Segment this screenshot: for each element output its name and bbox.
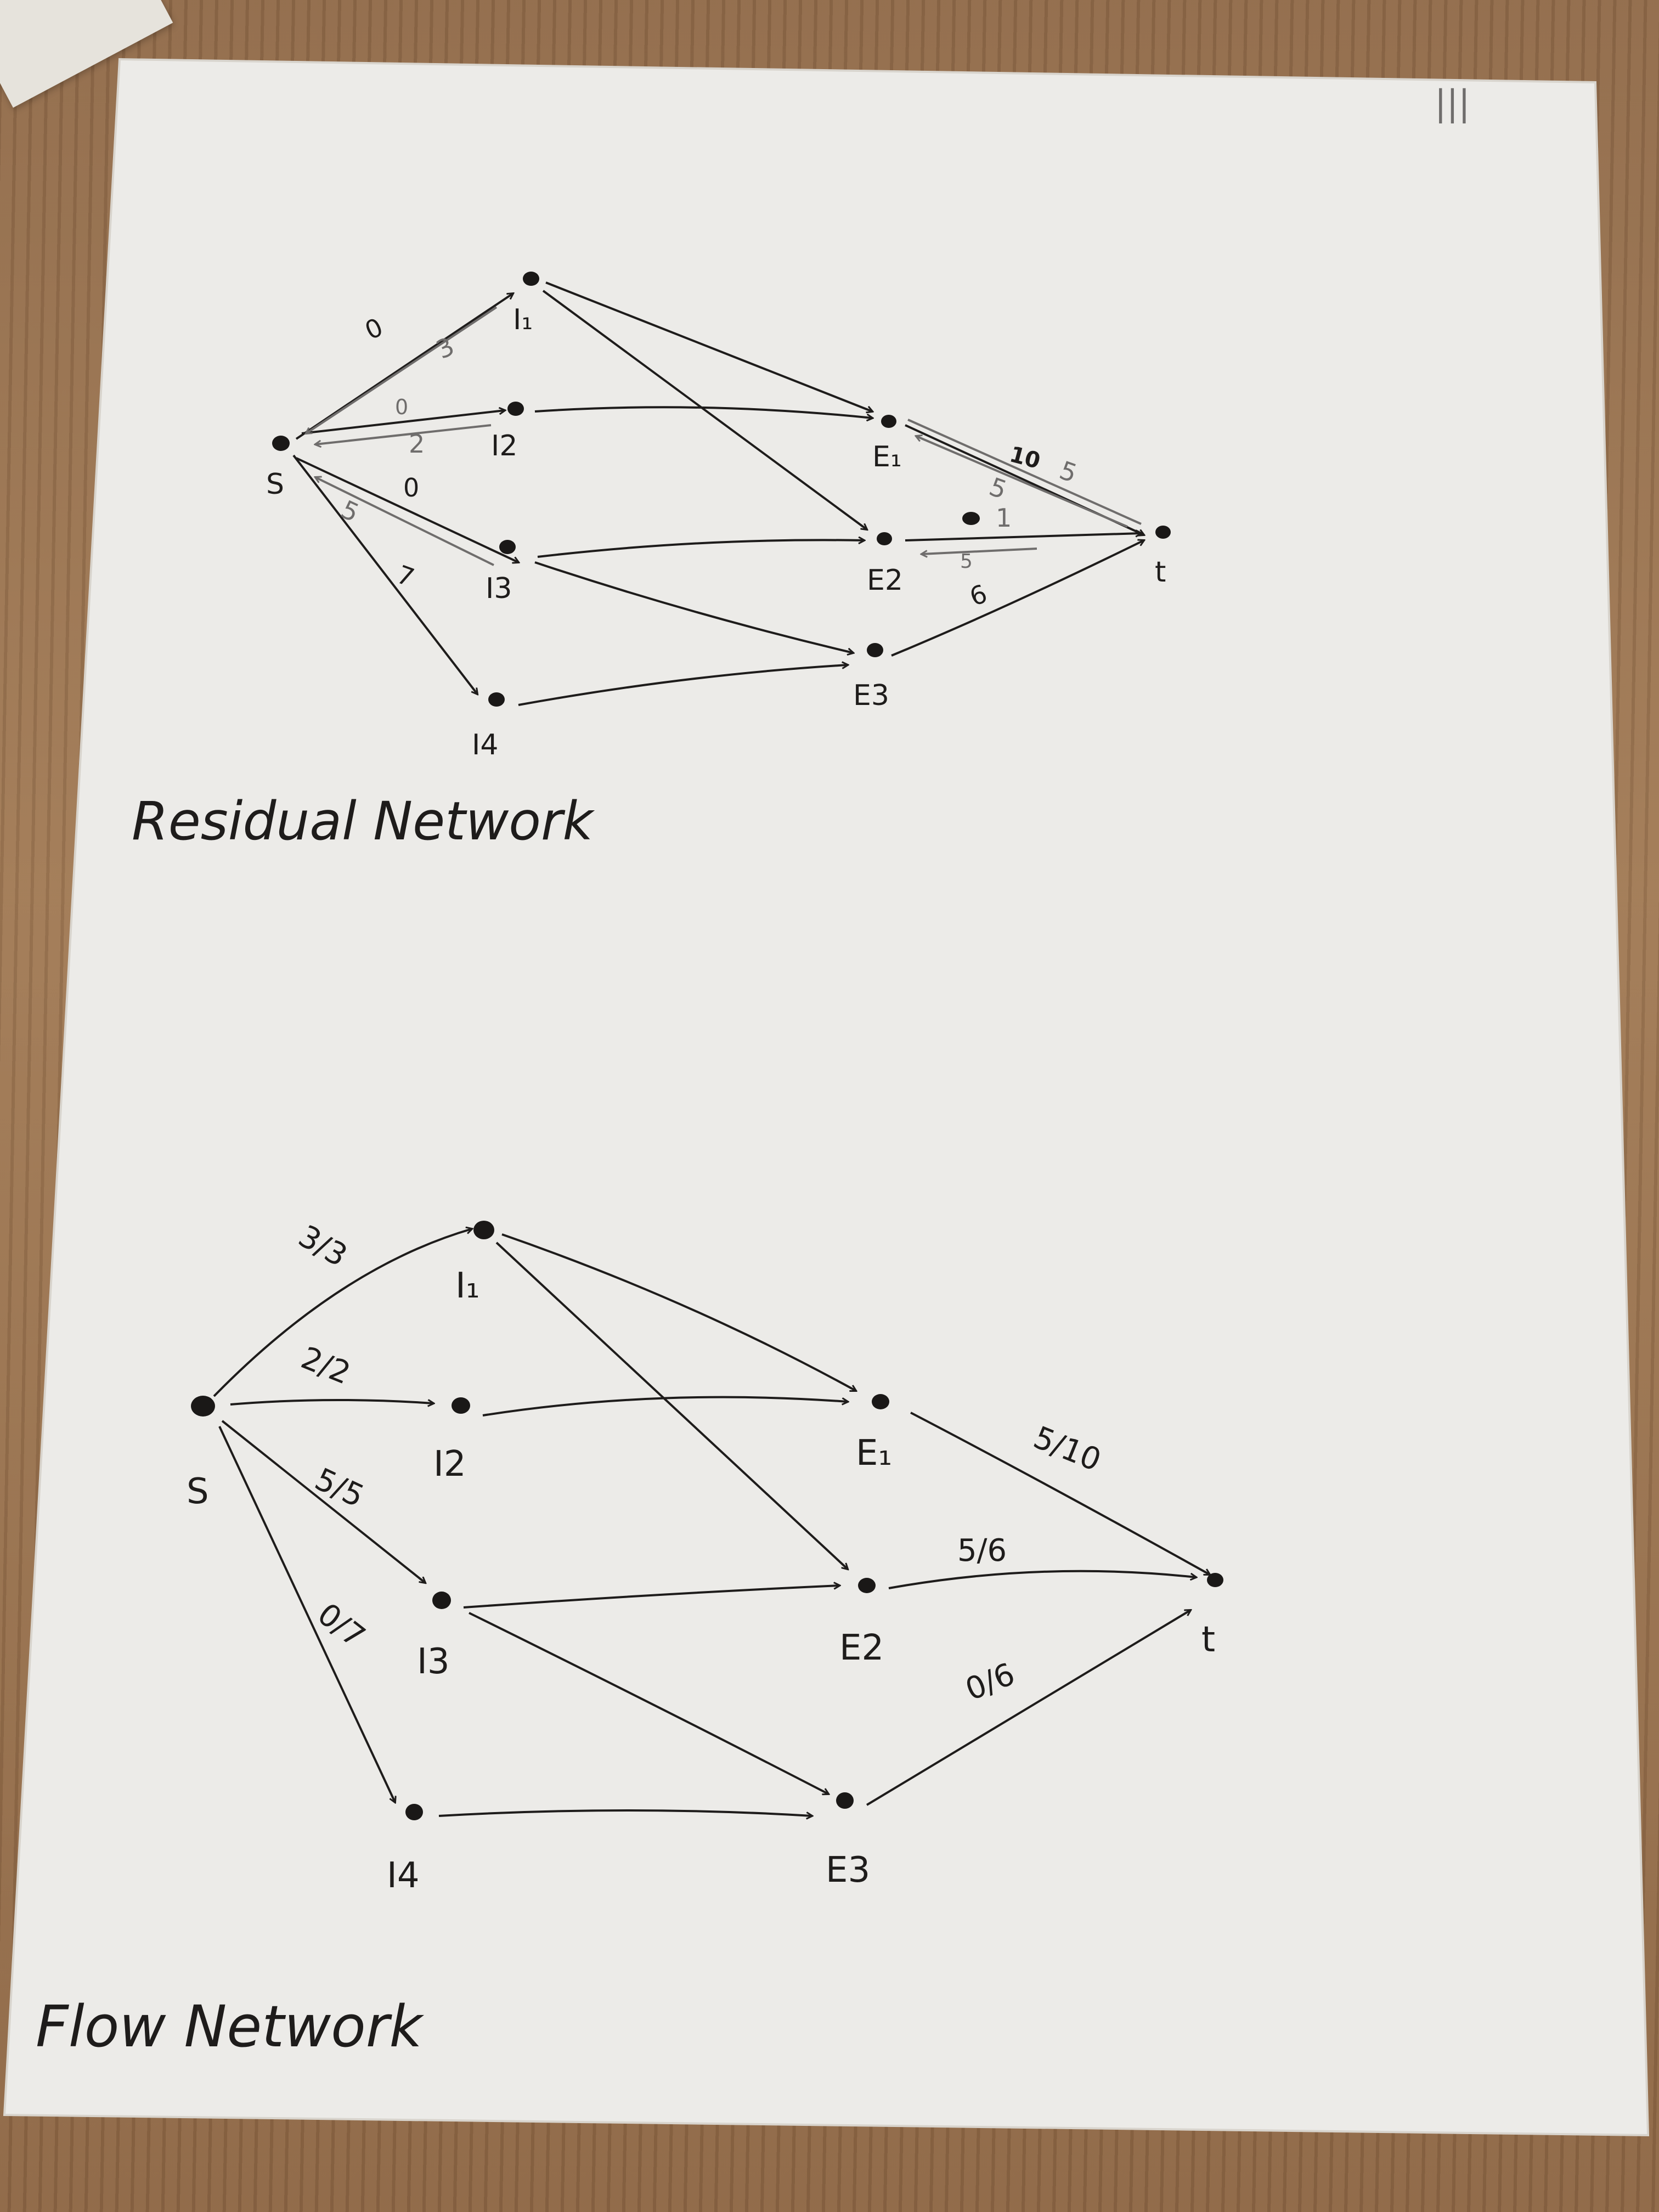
residual-edge-s-i1	[295, 294, 513, 440]
residual-back-edge-i1-s	[306, 306, 498, 433]
residual-edge-e3-t	[891, 540, 1144, 657]
residual-back-edge-i3-s	[315, 477, 494, 566]
flow-edge-i3-e3	[469, 1612, 828, 1794]
residual-edge-i1-e1	[545, 281, 872, 411]
residual-cap-e2-t-back: 5	[960, 550, 973, 573]
residual-label-i3: I3	[486, 572, 512, 605]
flow-edge-s-i2	[230, 1398, 433, 1404]
residual-edge-s-i4	[292, 454, 477, 694]
residual-back-edges	[306, 306, 1142, 566]
residual-edge-i3-e2	[537, 540, 864, 558]
residual-back-edge-t-e1	[916, 436, 1128, 528]
residual-label-i1: I₁	[513, 303, 533, 336]
residual-back-edge-i2-s	[315, 424, 492, 444]
residual-back-edge-t-e2	[922, 548, 1037, 554]
flow-node-i3	[432, 1592, 451, 1609]
residual-edge-i2-e1	[534, 406, 872, 418]
flow-node-i1	[473, 1221, 494, 1239]
residual-network-title: Residual Network	[132, 791, 595, 852]
flow-label-e3: E3	[826, 1850, 870, 1891]
residual-node-labels: S I₁ I2 I3 I4 E₁ E2 E3 t	[266, 303, 1166, 761]
flow-cap-e2-t: 5/6	[957, 1533, 1007, 1568]
flow-network-title: Flow Network	[36, 1993, 424, 2060]
flow-label-i3: I3	[417, 1641, 450, 1682]
flow-edge-s-i1	[213, 1229, 472, 1397]
flow-edge-s-i3	[221, 1420, 425, 1583]
residual-edge-e2-t	[905, 533, 1141, 541]
residual-edge-i4-e3	[518, 665, 848, 706]
flow-node-t	[1207, 1573, 1223, 1587]
residual-cap-s-i3-fwd: 0	[403, 473, 419, 503]
paper-shade	[3, 58, 1650, 2137]
flow-node-i4	[405, 1804, 423, 1820]
flow-label-e2: E2	[839, 1628, 884, 1668]
residual-label-s: S	[266, 468, 284, 501]
flow-node-e2	[858, 1578, 876, 1593]
flow-label-t: t	[1201, 1620, 1215, 1660]
flow-label-i1: I₁	[455, 1266, 480, 1306]
flow-edge-s-i4	[218, 1426, 395, 1802]
residual-cap-e2-t-fwd: 1	[996, 503, 1012, 533]
flow-nodes	[191, 1221, 1223, 1820]
flow-edge-i4-e3	[438, 1809, 812, 1816]
residual-edge-s-i3	[296, 457, 518, 562]
flow-node-e1	[872, 1394, 889, 1409]
residual-label-e2: E2	[867, 564, 903, 597]
flow-edge-i1-e2	[495, 1242, 848, 1569]
flow-edge-i1-e1	[501, 1233, 856, 1391]
flow-label-i2: I2	[433, 1444, 466, 1485]
residual-edge-i3-e3	[534, 561, 853, 653]
flow-edge-e2-t	[888, 1570, 1196, 1589]
residual-node-i2	[507, 402, 524, 416]
flow-network	[213, 1229, 1210, 1816]
flow-node-s	[191, 1396, 215, 1417]
residual-node-t	[1155, 526, 1171, 539]
flow-edge-i3-e2	[463, 1585, 839, 1609]
residual-node-e3	[867, 643, 883, 657]
residual-cap-s-i2-fwd: 0	[395, 395, 408, 419]
residual-node-i4	[488, 692, 505, 707]
residual-edge-s-i2	[301, 410, 505, 435]
residual-node-i3	[499, 540, 516, 554]
flow-edge-e3-t	[866, 1610, 1190, 1806]
residual-label-i4: I4	[472, 729, 498, 761]
residual-node-e1	[881, 415, 896, 428]
flow-edge-i2-e1	[482, 1396, 848, 1417]
residual-label-e3: E3	[853, 679, 889, 712]
residual-node-s	[272, 436, 290, 451]
flow-label-e1: E₁	[856, 1433, 892, 1474]
flow-label-i4: I4	[387, 1855, 420, 1896]
paper	[4, 59, 1648, 2135]
residual-node-i1	[523, 272, 539, 286]
residual-scribble-mark	[962, 512, 980, 525]
flow-label-s: S	[187, 1471, 209, 1512]
residual-label-t: t	[1155, 556, 1166, 589]
flow-edge-e1-t	[910, 1412, 1210, 1575]
residual-doubled-e1-t	[907, 419, 1142, 525]
residual-node-e2	[877, 532, 892, 545]
residual-nodes	[272, 272, 1171, 707]
residual-label-e1: E₁	[872, 441, 902, 473]
flow-node-i2	[452, 1397, 470, 1414]
residual-cap-s-i2-back: 2	[409, 429, 425, 459]
residual-edge-i1-e2	[542, 290, 867, 529]
flow-node-labels: S I₁ I2 I3 I4 E₁ E2 E3 t	[187, 1266, 1215, 1896]
residual-network	[292, 281, 1144, 706]
corner-marks: |||	[1435, 83, 1470, 124]
flow-node-e3	[836, 1792, 854, 1809]
residual-label-i2: I2	[491, 430, 517, 462]
